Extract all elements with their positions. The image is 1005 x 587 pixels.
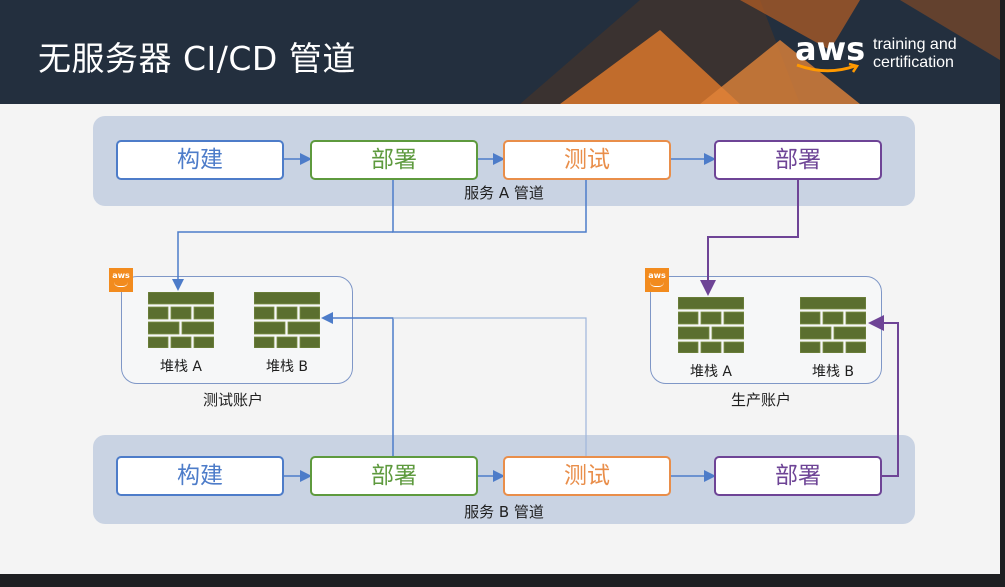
stack-label: 堆栈 A: [689, 364, 733, 380]
pipeline-a-test-stage[interactable]: 测试: [503, 140, 671, 180]
pipeline-b-test-stage[interactable]: 测试: [503, 456, 671, 496]
brick-wall-icon: [799, 296, 867, 354]
aws-badge-icon: aws: [645, 268, 669, 292]
prod-account-label: 生产账户: [731, 391, 792, 409]
header-decoration: [520, 0, 1000, 104]
pipeline-b-prod-deploy-stage[interactable]: 部署: [714, 456, 882, 496]
pipeline-b-build-stage[interactable]: 构建: [116, 456, 284, 496]
brick-wall-icon: [253, 291, 321, 349]
stack-label: 堆栈 A: [159, 359, 203, 375]
page-title: 无服务器 CI/CD 管道: [38, 39, 356, 78]
test-account-label: 测试账户: [203, 391, 264, 409]
aws-badge-icon: aws: [109, 268, 133, 292]
logo-tagline-2: certification: [873, 54, 954, 71]
prod-stack-b: 堆栈 B: [799, 296, 867, 381]
prod-stack-a: 堆栈 A: [677, 296, 745, 381]
pipeline-a-build-stage[interactable]: 构建: [116, 140, 284, 180]
pipeline-a-deploy-stage[interactable]: 部署: [310, 140, 478, 180]
stack-label: 堆栈 B: [265, 359, 309, 375]
stack-label: 堆栈 B: [811, 364, 855, 380]
connector-lines: [172, 153, 899, 482]
logo-tagline-1: training and: [873, 36, 957, 53]
pipeline-b-label: 服务 B 管道: [464, 503, 544, 521]
pipeline-b-deploy-stage[interactable]: 部署: [310, 456, 478, 496]
slide: 无服务器 CI/CD 管道 aws training and certifica…: [0, 0, 1000, 574]
header: 无服务器 CI/CD 管道 aws training and certifica…: [0, 0, 1000, 104]
logo-aws-text: aws: [795, 30, 866, 68]
pipeline-a-label: 服务 A 管道: [464, 184, 544, 202]
aws-smile-icon: [796, 62, 860, 73]
pipeline-a-prod-deploy-stage[interactable]: 部署: [714, 140, 882, 180]
test-stack-b: 堆栈 B: [253, 291, 321, 376]
